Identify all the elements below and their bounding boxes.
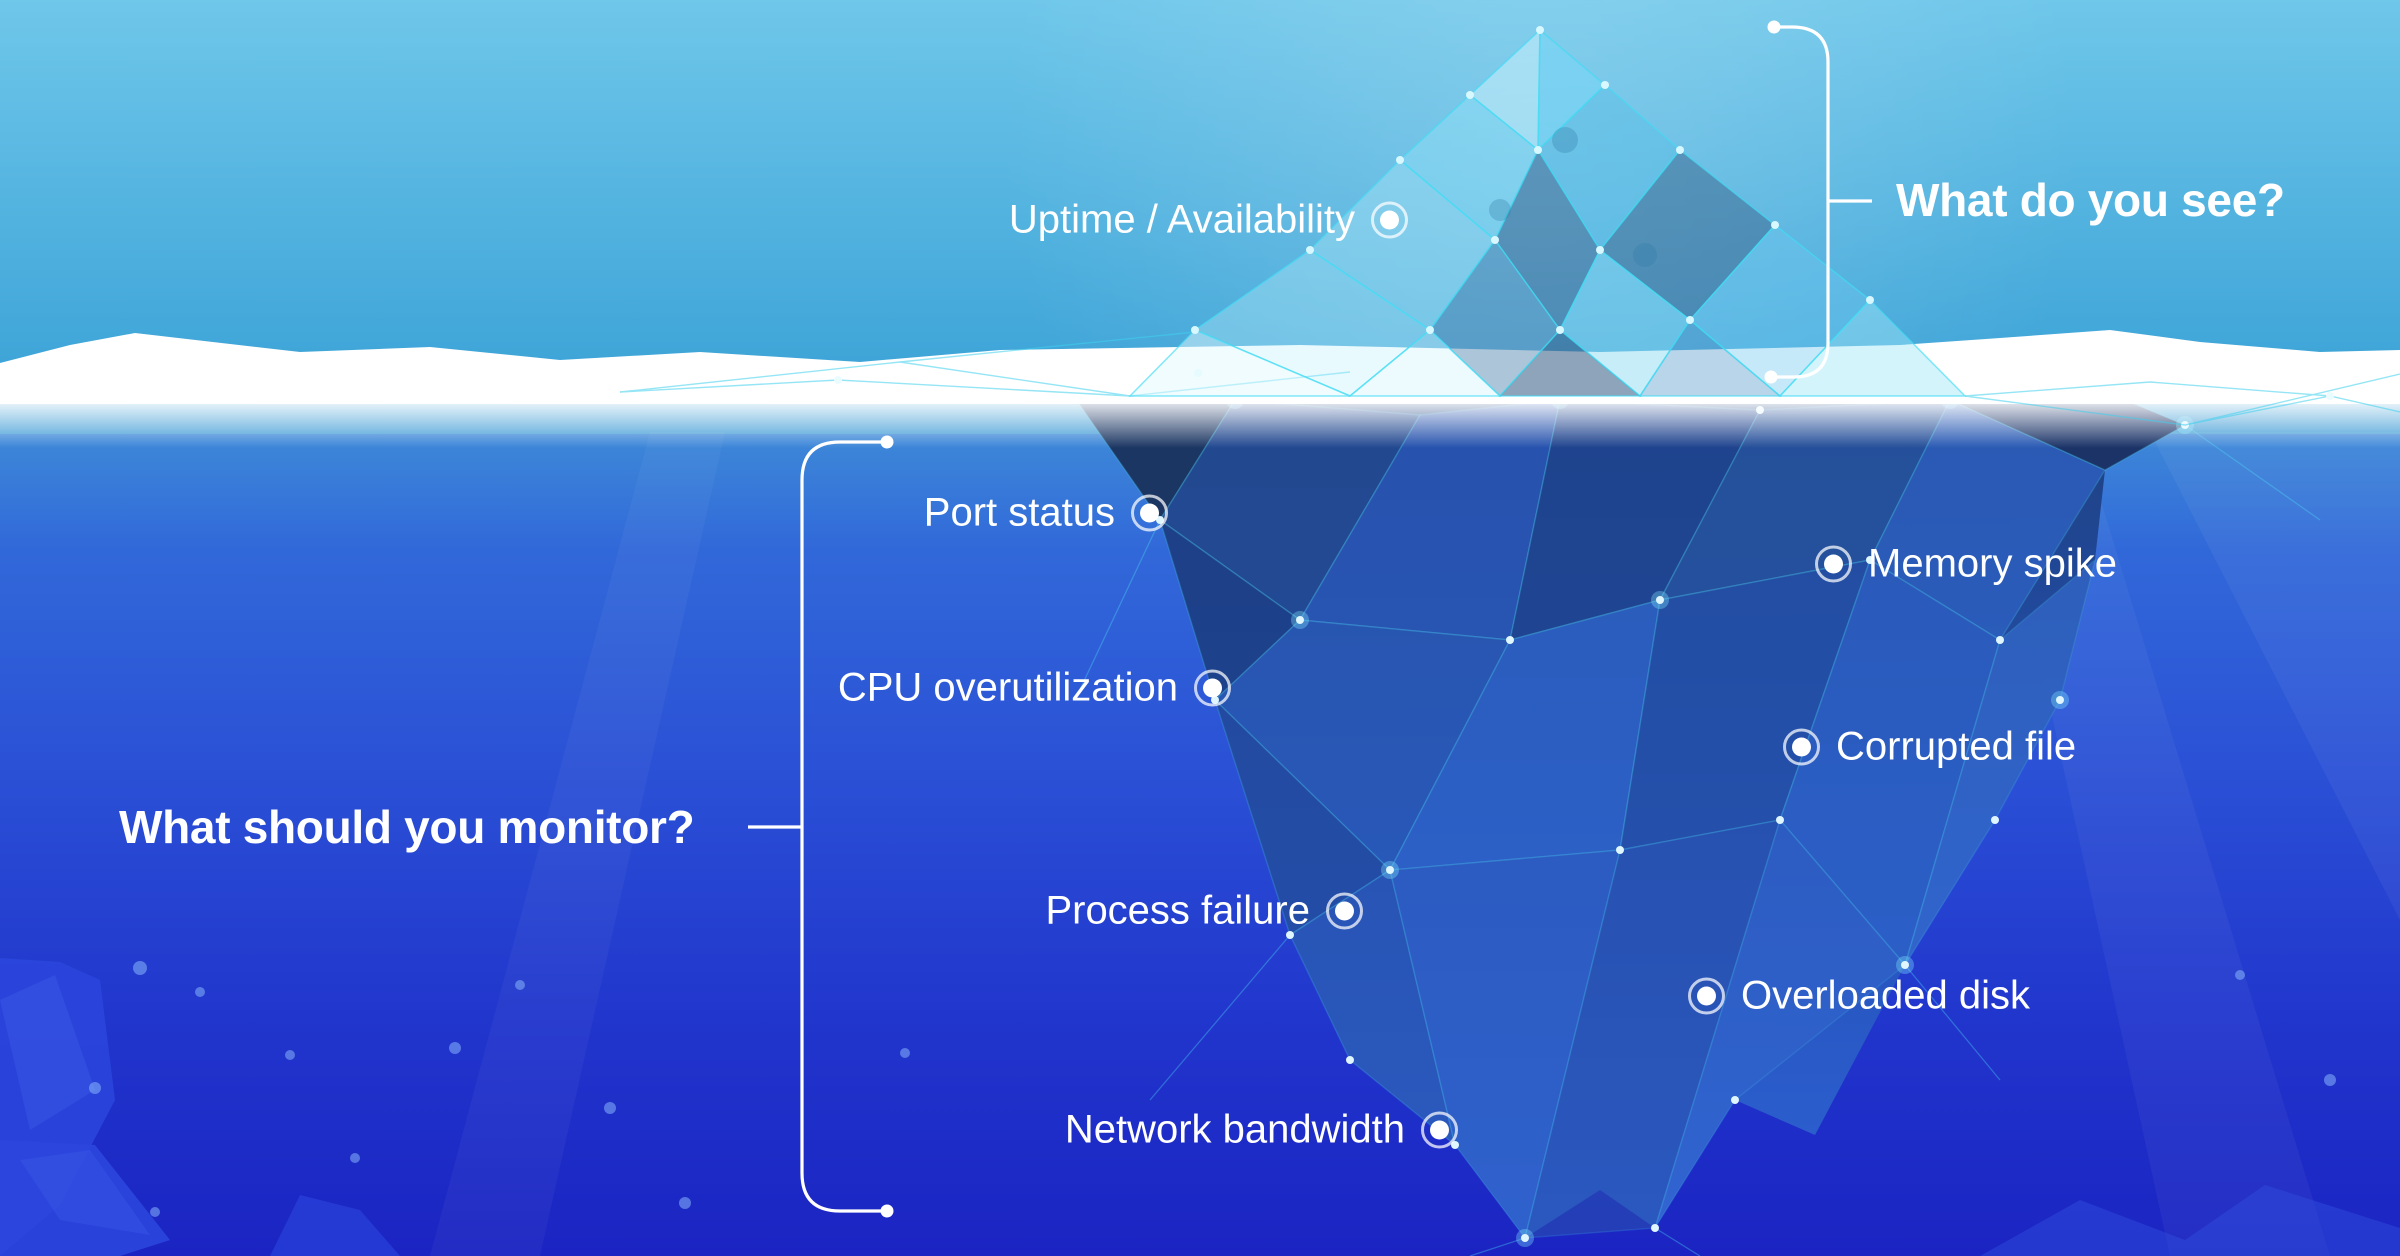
underwater-rocks [0,958,2400,1256]
label-text: CPU overutilization [837,665,1178,710]
heading-what-should-you-monitor: What should you monitor? [119,801,695,853]
label-port-status: Port status [924,491,1168,536]
label-network-bandwidth: Network bandwidth [1065,1108,1458,1153]
label-uptime-availability: Uptime / Availability [1009,198,1408,243]
label-text: Network bandwidth [1064,1107,1405,1152]
bracket-what-should-you-monitor [748,435,894,1218]
target-dot-icon [1194,669,1231,707]
label-text: Overloaded disk [1741,973,2031,1018]
label-text: Corrupted file [1836,724,2077,769]
target-dot-icon [1783,728,1820,766]
label-text: Process failure [1045,888,1310,933]
target-dot-icon [1688,977,1725,1015]
target-dot-icon [1326,892,1363,930]
bubbles [89,643,2336,1217]
label-overloaded-disk: Overloaded disk [1688,974,2030,1019]
iceberg-peak [1128,26,1967,398]
label-cpu-overutilization: CPU overutilization [838,666,1231,711]
target-dot-icon [1131,494,1168,532]
label-text: Memory spike [1868,541,2117,586]
label-text: Port status [923,490,1115,535]
heading-what-do-you-see: What do you see? [1896,174,2285,226]
target-dot-icon [1371,201,1408,239]
label-memory-spike: Memory spike [1815,542,2117,587]
label-corrupted-file: Corrupted file [1783,725,2076,770]
bracket-what-do-you-see [1764,20,1872,384]
label-text: Uptime / Availability [1008,197,1355,242]
target-dot-icon [1815,545,1852,583]
underwater-iceberg [1073,391,2321,1256]
label-process-failure: Process failure [1045,889,1363,934]
target-dot-icon [1421,1111,1458,1149]
